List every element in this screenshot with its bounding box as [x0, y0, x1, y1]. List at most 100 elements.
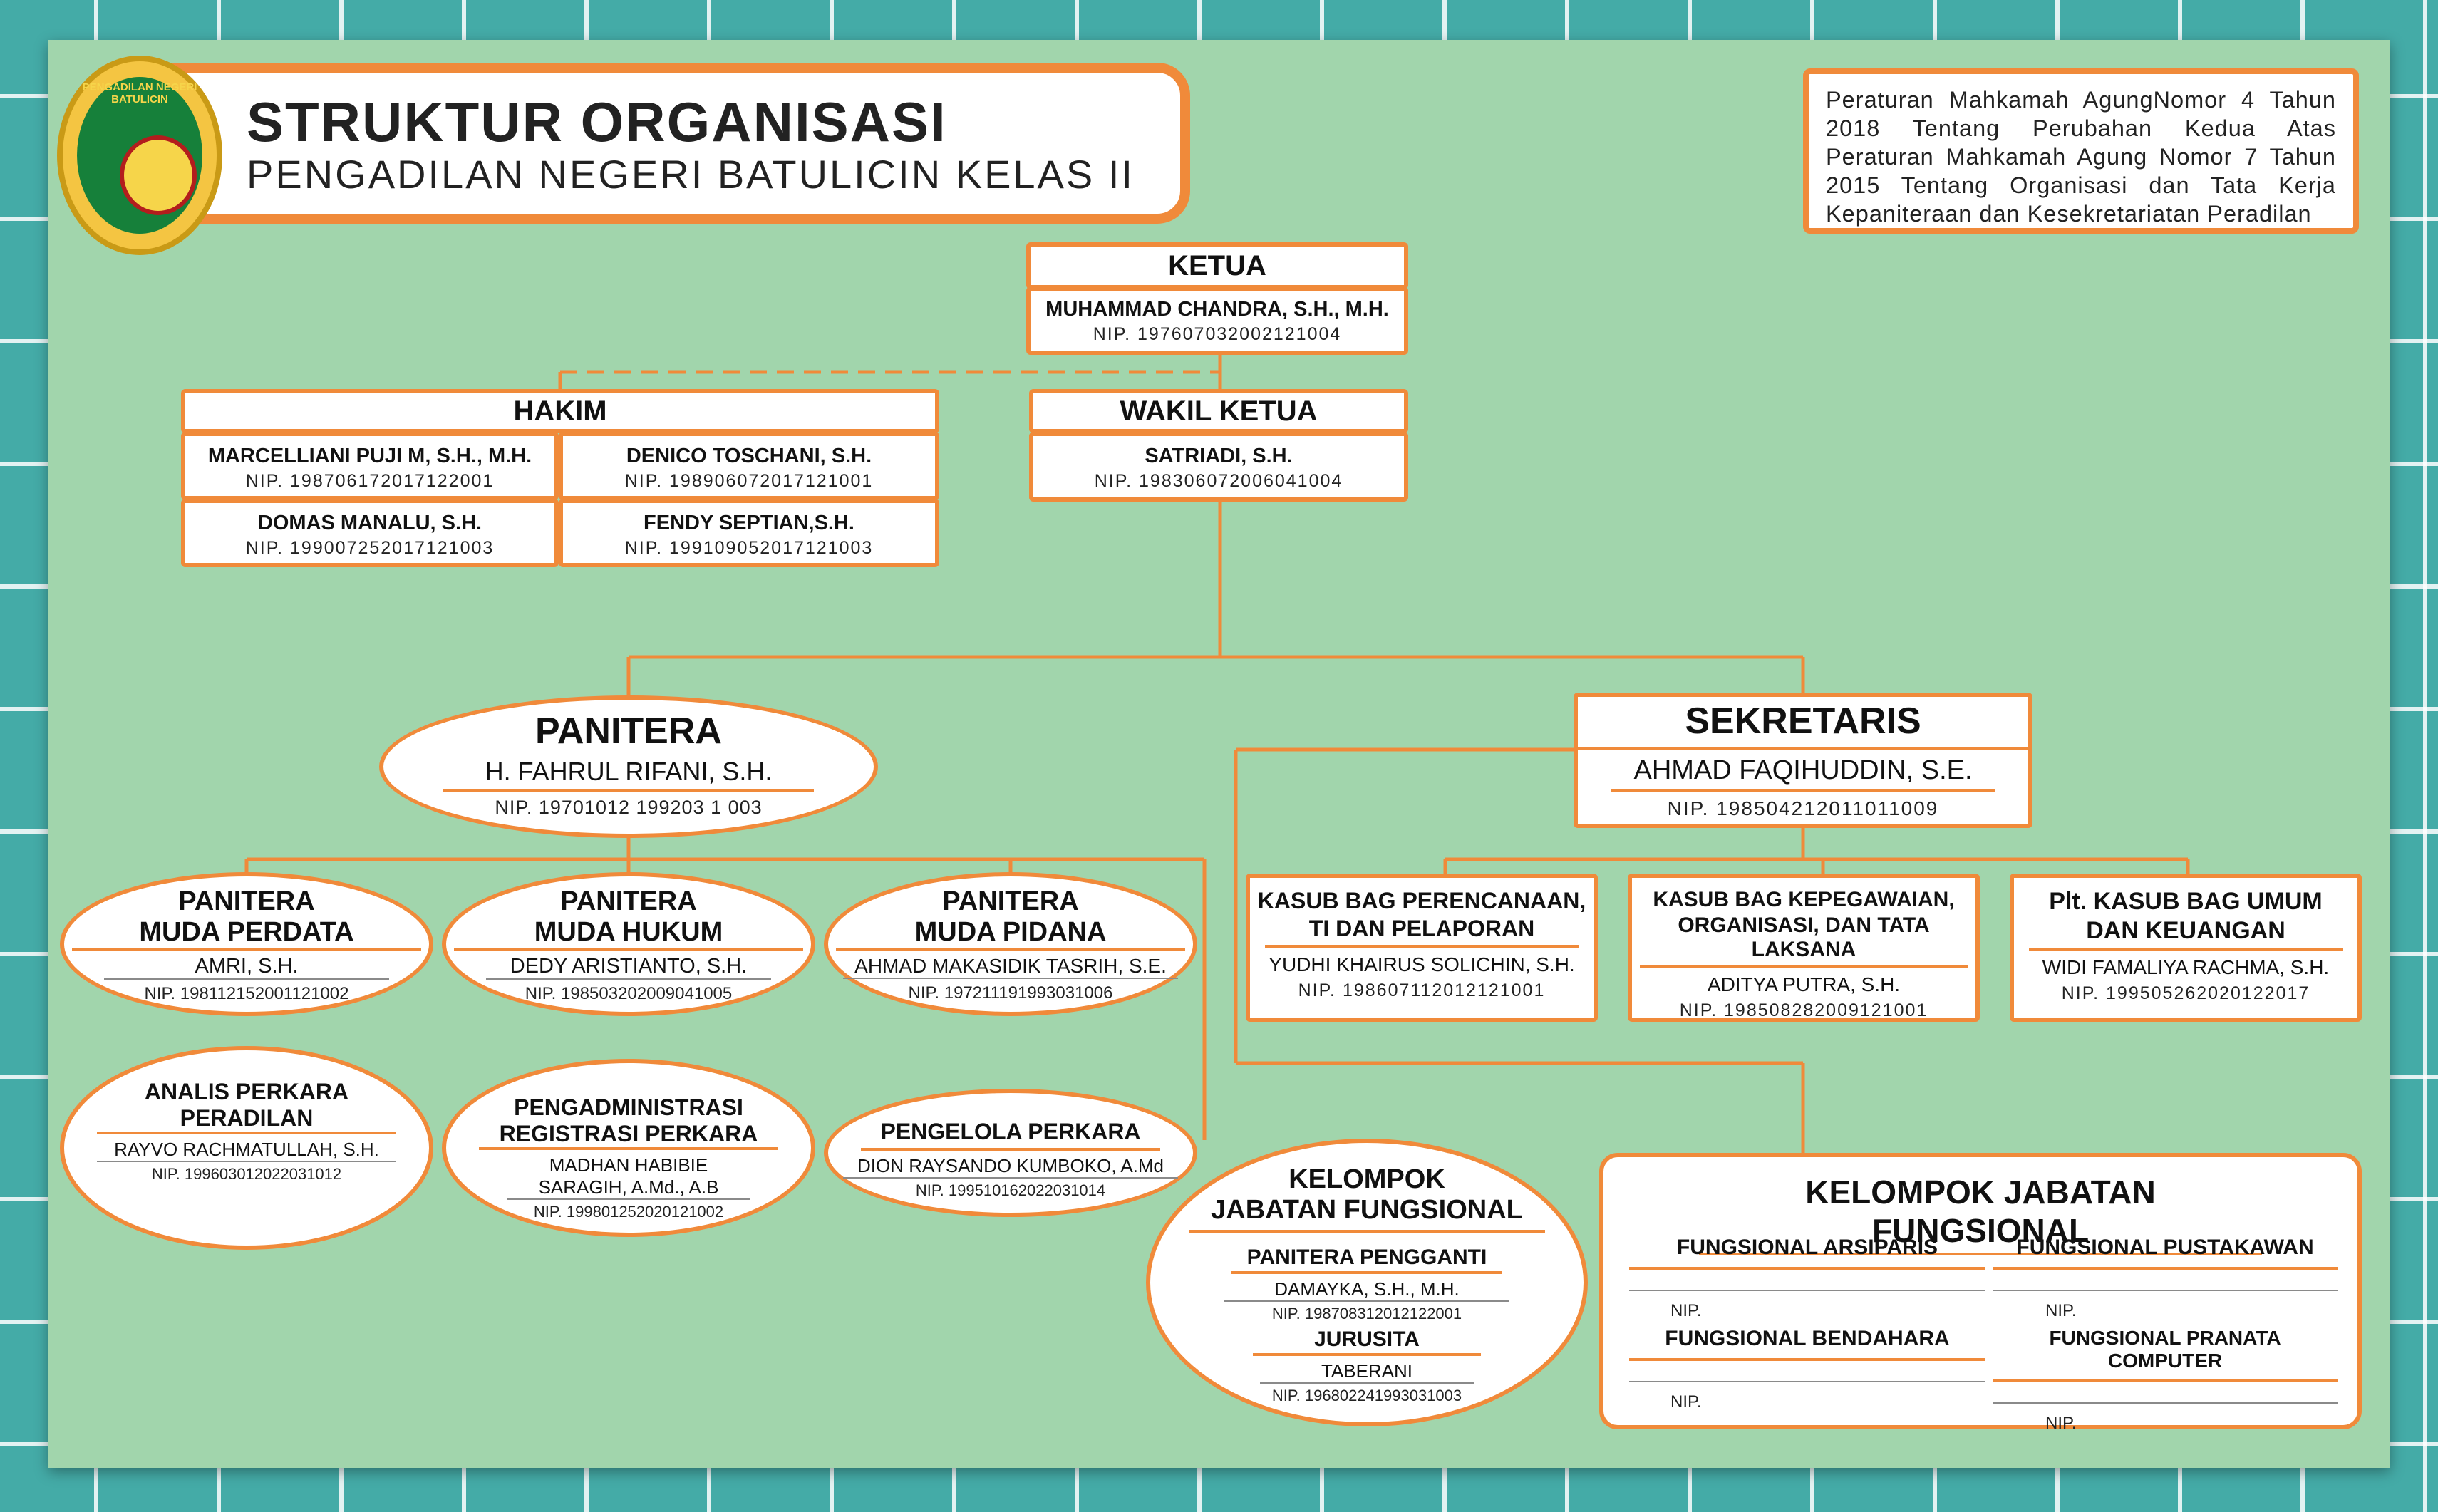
hakim-member-box: FENDY SEPTIAN,S.H. NIP. 1991090520171210… — [559, 499, 939, 567]
panmud-oval: PANITERA MUDA HUKUM DEDY ARISTIANTO, S.H… — [442, 872, 815, 1016]
wakil-title: WAKIL KETUA — [1120, 395, 1318, 427]
fungsional-name-line — [1993, 1270, 2338, 1291]
hakim-nip: NIP. 198906072017121001 — [624, 471, 874, 491]
panmud-nip: NIP. 198112152001121002 — [144, 984, 349, 1003]
hakim-member-box: DENICO TOSCHANI, S.H. NIP. 1989060720171… — [559, 432, 939, 500]
fungsional-title: FUNGSIONAL ARSIPARIS — [1629, 1236, 1985, 1270]
emblem-text: PENGADILAN NEGERI BATULICIN — [82, 81, 197, 105]
staff-title: PENGADMINISTRASI — [514, 1094, 743, 1120]
wakil-name: SATRIADI, S.H. — [1145, 445, 1293, 467]
panmud-oval: PANITERA MUDA PERDATA AMRI, S.H. NIP. 19… — [60, 872, 433, 1016]
panmud-title: PANITERA — [942, 886, 1079, 916]
hakim-title-box: HAKIM — [181, 389, 939, 433]
kjf-pp-nip: NIP. 198708312012122001 — [1271, 1305, 1462, 1322]
hakim-name: DOMAS MANALU, S.H. — [257, 512, 482, 534]
fungsional-title: FUNGSIONAL PRANATA COMPUTER — [1993, 1327, 2338, 1382]
ketua-title-box: KETUA — [1026, 242, 1408, 289]
panmud-title: PANITERA — [178, 886, 315, 916]
wakil-person-box: SATRIADI, S.H. NIP. 198306072006041004 — [1029, 432, 1408, 502]
kjf-pp-name: DAMAYKA, S.H., M.H. — [1224, 1278, 1509, 1302]
kasubbag-name: ADITYA PUTRA, S.H. — [1707, 973, 1901, 995]
panmud-nip: NIP. 198503202009041005 — [525, 984, 733, 1003]
ketua-nip: NIP. 197607032002121004 — [1093, 324, 1342, 344]
kasubbag-name: YUDHI KHAIRUS SOLICHIN, S.H. — [1269, 953, 1575, 975]
kasubbag-title: KASUB BAG KEPEGAWAIAN, — [1653, 888, 1955, 911]
fungsional-nip: NIP. — [2045, 1301, 2077, 1320]
hakim-nip: NIP. 198706172017122001 — [245, 471, 495, 491]
hakim-title: HAKIM — [513, 395, 607, 427]
panitera-oval: PANITERA H. FAHRUL RIFANI, S.H. NIP. 197… — [379, 695, 878, 838]
staff-name: RAYVO RACHMATULLAH, S.H. — [97, 1139, 396, 1162]
kasubbag-box: KASUB BAG KEPEGAWAIAN, ORGANISASI, DAN T… — [1628, 874, 1980, 1022]
panitera-name: H. FAHRUL RIFANI, S.H. — [443, 757, 814, 792]
panitera-title: PANITERA — [535, 710, 722, 752]
hakim-name: FENDY SEPTIAN,S.H. — [644, 512, 854, 534]
hakim-member-box: MARCELLIANI PUJI M, S.H., M.H. NIP. 1987… — [181, 432, 559, 500]
kasubbag-name: WIDI FAMALIYA RACHMA, S.H. — [2042, 956, 2330, 978]
kasubbag-nip: NIP. 199505262020122017 — [2061, 983, 2310, 1003]
fungsional-item: FUNGSIONAL PRANATA COMPUTER NIP. — [1993, 1327, 2338, 1434]
ketua-person-box: MUHAMMAD CHANDRA, S.H., M.H. NIP. 197607… — [1026, 286, 1408, 355]
staff-title: PENGELOLA PERKARA — [861, 1119, 1160, 1151]
kasubbag-title: DAN KEUANGAN — [2029, 917, 2343, 951]
kasubbag-title: TI DAN PELAPORAN — [1265, 916, 1579, 948]
staff-title: ANALIS PERKARA — [144, 1079, 349, 1104]
staff-name: DION RAYSANDO KUMBOKO, A.Md — [843, 1155, 1178, 1179]
hakim-nip: NIP. 199007252017121003 — [245, 538, 495, 558]
ketua-name: MUHAMMAD CHANDRA, S.H., M.H. — [1045, 298, 1389, 321]
title-banner — [107, 63, 1190, 224]
fungsional-name-line — [1629, 1270, 1985, 1291]
kasubbag-title: ORGANISASI, DAN TATA LAKSANA — [1640, 913, 1968, 968]
kasubbag-box: Plt. KASUB BAG UMUM DAN KEUANGAN WIDI FA… — [2010, 874, 2362, 1022]
ketua-title: KETUA — [1168, 250, 1266, 281]
panmud-title: MUDA HUKUM — [454, 917, 803, 951]
kjf-title: JABATAN FUNGSIONAL — [1189, 1195, 1545, 1233]
fungsional-item: FUNGSIONAL BENDAHARA NIP. — [1629, 1327, 1985, 1412]
fungsional-item: FUNGSIONAL ARSIPARIS NIP. — [1629, 1236, 1985, 1321]
fungsional-nip: NIP. — [1670, 1301, 1702, 1320]
regulation-note: Peraturan Mahkamah AgungNomor 4 Tahun 20… — [1803, 68, 2359, 234]
fungsional-name-line — [1629, 1361, 1985, 1382]
staff-oval: ANALIS PERKARA PERADILAN RAYVO RACHMATUL… — [60, 1046, 433, 1250]
kjf-js-nip: NIP. 196802241993031003 — [1271, 1387, 1462, 1404]
kasubbag-title: Plt. KASUB BAG UMUM — [2049, 888, 2323, 915]
sekretaris-box: SEKRETARIS AHMAD FAQIHUDDIN, S.E. NIP. 1… — [1574, 693, 2032, 828]
page-subtitle: PENGADILAN NEGERI BATULICIN KELAS II — [247, 152, 1135, 197]
page-title: STRUKTUR ORGANISASI — [247, 90, 947, 153]
staff-title: PERADILAN — [97, 1105, 396, 1134]
kjf-panitera-oval: KELOMPOK JABATAN FUNGSIONAL PANITERA PEN… — [1146, 1139, 1588, 1426]
kjf-sek-title: KELOMPOK JABATAN FUNGSIONAL — [1699, 1173, 2262, 1255]
staff-nip: NIP. 199801252020121002 — [533, 1203, 724, 1221]
fungsional-title: FUNGSIONAL BENDAHARA — [1629, 1327, 1985, 1361]
kasubbag-box: KASUB BAG PERENCANAAN, TI DAN PELAPORAN … — [1246, 874, 1598, 1022]
fungsional-title: FUNGSIONAL PUSTAKAWAN — [1993, 1236, 2338, 1270]
kjf-title: KELOMPOK — [1288, 1164, 1445, 1194]
fungsional-nip: NIP. — [2045, 1414, 2077, 1433]
staff-title: REGISTRASI PERKARA — [479, 1121, 778, 1150]
kjf-sekretaris-box: KELOMPOK JABATAN FUNGSIONAL — [1599, 1153, 2362, 1429]
hakim-member-box: DOMAS MANALU, S.H. NIP. 1990072520171210… — [181, 499, 559, 567]
sekretaris-title: SEKRETARIS — [1578, 697, 2028, 750]
kasubbag-nip: NIP. 198607112012121001 — [1298, 980, 1546, 1000]
staff-name: MADHAN HABIBIE — [549, 1154, 708, 1176]
panmud-name: AHMAD MAKASIDIK TASRIH, S.E. — [843, 955, 1178, 979]
staff-oval: PENGADMINISTRASI REGISTRASI PERKARA MADH… — [442, 1059, 815, 1237]
hakim-name: MARCELLIANI PUJI M, S.H., M.H. — [207, 445, 532, 467]
kjf-js-name: TABERANI — [1260, 1360, 1474, 1384]
panmud-title: MUDA PERDATA — [72, 917, 421, 951]
fungsional-item: FUNGSIONAL PUSTAKAWAN NIP. — [1993, 1236, 2338, 1321]
panitera-nip: NIP. 19701012 199203 1 003 — [495, 797, 763, 818]
court-emblem-icon: PENGADILAN NEGERI BATULICIN — [57, 56, 222, 255]
staff-name: SARAGIH, A.Md., A.B — [507, 1176, 750, 1200]
kasubbag-title: KASUB BAG PERENCANAAN, — [1257, 888, 1586, 913]
panmud-name: AMRI, S.H. — [104, 955, 389, 980]
panmud-oval: PANITERA MUDA PIDANA AHMAD MAKASIDIK TAS… — [824, 872, 1197, 1016]
hakim-name: DENICO TOSCHANI, S.H. — [626, 445, 872, 467]
sekretaris-nip: NIP. 198504212011011009 — [1667, 797, 1939, 819]
fungsional-nip: NIP. — [1670, 1392, 1702, 1412]
fungsional-name-line — [1993, 1382, 2338, 1404]
panmud-nip: NIP. 197211191993031006 — [908, 983, 1113, 1003]
panmud-name: DEDY ARISTIANTO, S.H. — [486, 955, 771, 980]
kjf-pp-title: PANITERA PENGGANTI — [1231, 1246, 1502, 1274]
